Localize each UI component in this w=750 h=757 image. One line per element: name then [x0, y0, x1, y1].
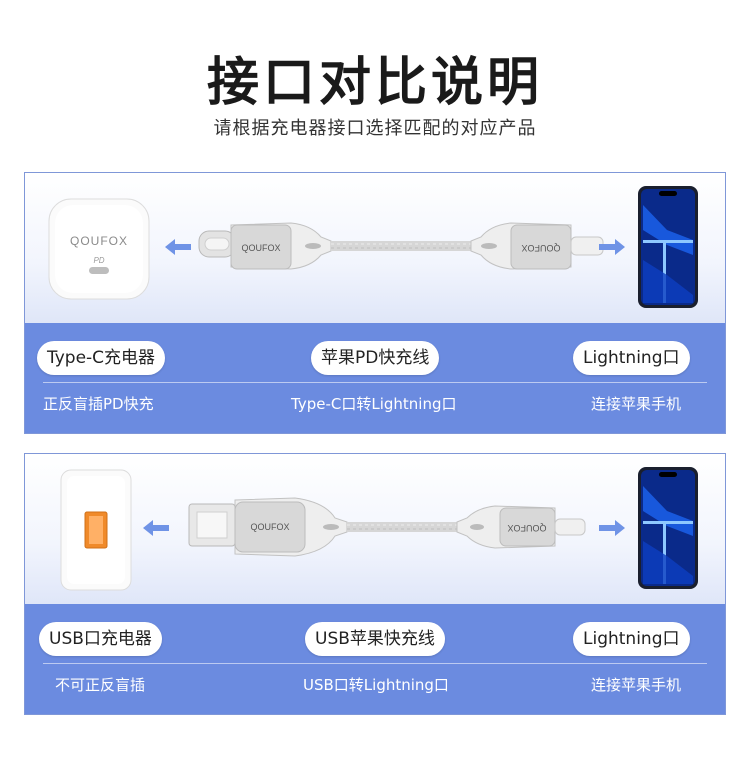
sub-lightning: 连接苹果手机 — [591, 676, 682, 694]
usb-charger-image — [60, 469, 132, 591]
comparison-panel-usb: QOUFOX QOUFOX USB口充电器 USB苹果快充线 Lightning… — [24, 453, 726, 715]
sub-charger-typec: 正反盲插PD快充 — [43, 395, 154, 413]
divider-line — [43, 663, 707, 664]
label-charger-usb: USB口充电器 — [39, 622, 162, 656]
iphone-image — [638, 186, 698, 308]
sub-charger-usb: 不可正反盲插 — [55, 676, 146, 694]
cable-brand-left: QOUFOX — [241, 243, 280, 253]
sub-cable-usb: USB口转Lightning口 — [303, 676, 449, 694]
charger-brand: QOUFOX — [70, 234, 128, 248]
label-lightning: Lightning口 — [573, 622, 690, 656]
arrow-left-icon — [143, 520, 169, 536]
usb-lightning-cable-image: QOUFOX QOUFOX — [188, 497, 586, 557]
cable-brand-right: QOUFOX — [507, 523, 546, 533]
charger-pd-label: PD — [93, 256, 104, 265]
label-lightning: Lightning口 — [573, 341, 690, 375]
typec-lightning-cable-image: QOUFOX QOUFOX — [198, 222, 604, 270]
sub-cable-pd: Type-C口转Lightning口 — [291, 395, 457, 413]
label-area — [25, 323, 725, 433]
arrow-left-icon — [165, 239, 191, 255]
page-subtitle: 请根据充电器接口选择匹配的对应产品 — [213, 118, 537, 139]
sub-lightning: 连接苹果手机 — [591, 395, 682, 413]
cable-brand-left: QOUFOX — [250, 522, 289, 532]
label-cable-usb: USB苹果快充线 — [305, 622, 445, 656]
comparison-panel-typec: QOUFOX PD QOUFOX QOUFOX — [24, 172, 726, 434]
arrow-right-icon — [599, 239, 625, 255]
label-area — [25, 604, 725, 714]
arrow-right-icon — [599, 520, 625, 536]
label-cable-pd: 苹果PD快充线 — [311, 341, 440, 375]
typec-charger-image: QOUFOX PD — [48, 198, 150, 300]
iphone-image — [638, 467, 698, 589]
page-title: 接口对比说明 — [206, 53, 543, 113]
divider-line — [43, 382, 707, 383]
label-charger-typec: Type-C充电器 — [37, 341, 166, 375]
cable-brand-right: QOUFOX — [521, 243, 560, 253]
